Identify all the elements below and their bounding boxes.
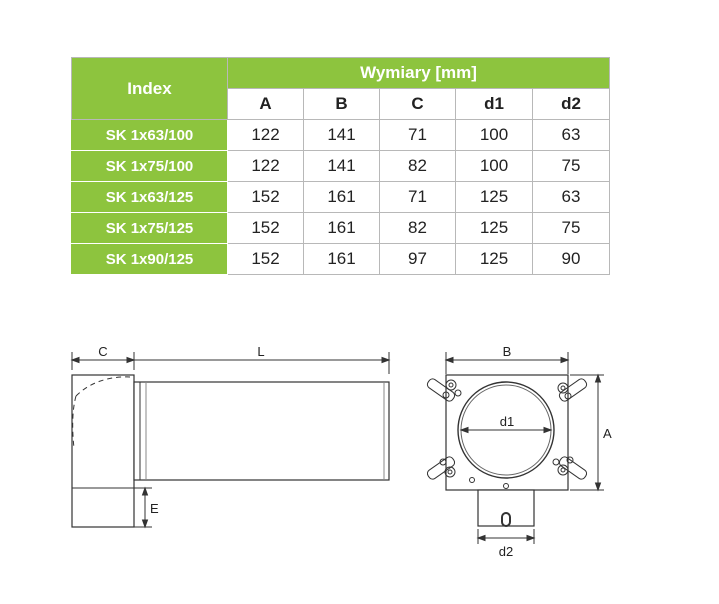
table-row: SK 1x90/125 152 161 97 125 90 (71, 243, 611, 275)
cell-d2: 75 (531, 150, 611, 182)
corner-bracket-top-right (557, 378, 588, 402)
cell-c: 82 (379, 150, 456, 182)
row-index: SK 1x75/125 (71, 212, 228, 244)
cell-b: 161 (303, 212, 380, 244)
cell-b: 161 (303, 181, 380, 213)
cell-d2: 90 (531, 243, 611, 275)
cell-c: 97 (379, 243, 456, 275)
cell-d1: 125 (455, 212, 533, 244)
row-index: SK 1x63/100 (71, 119, 228, 151)
column-header-b: B (303, 88, 380, 120)
dimensions-table: Index Wymiary [mm] A B C d1 d2 SK 1x63/1… (71, 57, 611, 275)
label-e: E (150, 501, 159, 516)
label-a: A (603, 426, 612, 441)
cell-a: 152 (227, 181, 304, 213)
label-d1: d1 (500, 414, 514, 429)
technical-drawing: C L E B A d1 d2 (70, 344, 612, 559)
cell-b: 141 (303, 150, 380, 182)
label-l: L (257, 344, 264, 359)
table-row: SK 1x75/125 152 161 82 125 75 (71, 212, 611, 244)
column-header-d1: d1 (455, 88, 533, 120)
cell-d1: 125 (455, 243, 533, 275)
cell-c: 71 (379, 181, 456, 213)
cell-d1: 100 (455, 119, 533, 151)
column-header-a: A (227, 88, 304, 120)
cell-c: 82 (379, 212, 456, 244)
table-row: SK 1x63/100 122 141 71 100 63 (71, 119, 611, 151)
column-header-d2: d2 (531, 88, 611, 120)
dimensions-group-header: Wymiary [mm] (226, 57, 611, 89)
corner-bracket-bottom-right (552, 456, 588, 480)
front-view (426, 352, 604, 544)
cell-b: 141 (303, 119, 380, 151)
cell-c: 71 (379, 119, 456, 151)
index-header: Index (71, 57, 228, 120)
table-row: SK 1x63/125 152 161 71 125 63 (71, 181, 611, 213)
label-b: B (503, 344, 512, 359)
cell-d1: 100 (455, 150, 533, 182)
cell-a: 122 (227, 150, 304, 182)
cell-b: 161 (303, 243, 380, 275)
cell-d2: 63 (531, 181, 611, 213)
label-d2: d2 (499, 544, 513, 559)
cell-d1: 125 (455, 181, 533, 213)
side-view (70, 352, 391, 529)
row-index: SK 1x75/100 (71, 150, 228, 182)
row-index: SK 1x90/125 (71, 243, 228, 275)
cell-a: 152 (227, 212, 304, 244)
cell-a: 122 (227, 119, 304, 151)
row-index: SK 1x63/125 (71, 181, 228, 213)
corner-bracket-top-left (426, 378, 462, 402)
table-row: SK 1x75/100 122 141 82 100 75 (71, 150, 611, 182)
column-header-c: C (379, 88, 456, 120)
label-c: C (98, 344, 107, 359)
corner-bracket-bottom-left (426, 456, 456, 480)
cell-d2: 63 (531, 119, 611, 151)
cell-d2: 75 (531, 212, 611, 244)
cell-a: 152 (227, 243, 304, 275)
